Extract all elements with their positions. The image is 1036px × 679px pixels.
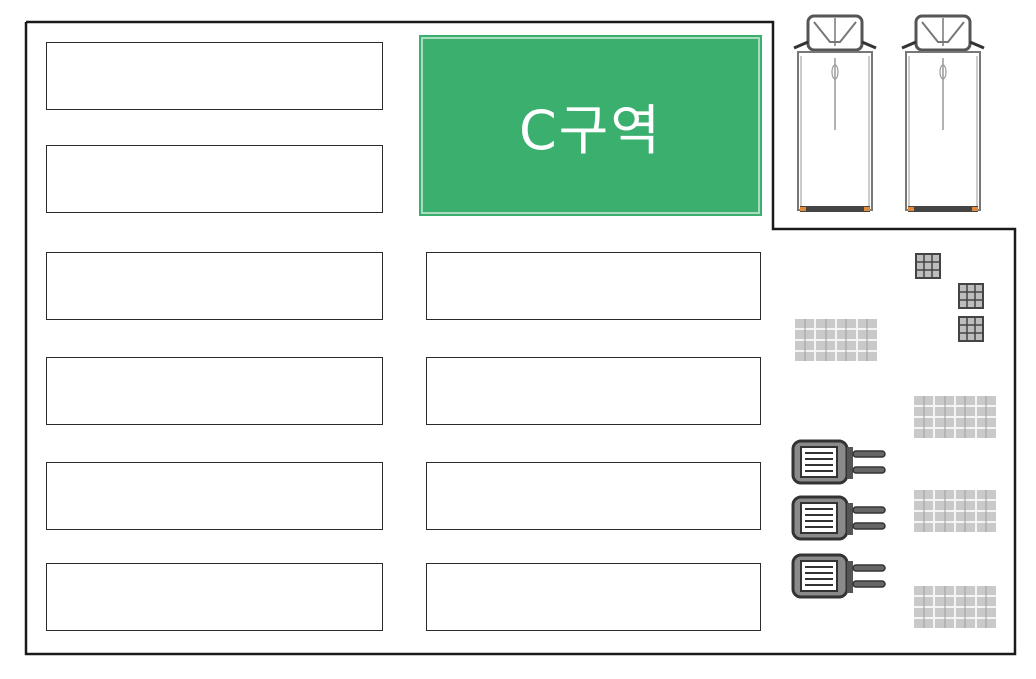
delivery-truck-icon [793,14,877,212]
storage-zone-middle-1[interactable] [426,252,761,320]
pallet-stack-icon [914,490,996,532]
pallet-stack-icon [914,586,996,628]
forklift-icon [791,553,886,599]
crate-icon [958,283,984,309]
crate-icon [915,253,941,279]
storage-zone-left-3[interactable] [46,252,383,320]
storage-zone-left-6[interactable] [46,563,383,631]
delivery-truck-icon [901,14,985,212]
storage-zone-left-2[interactable] [46,145,383,213]
zone-c-highlighted[interactable]: C구역 [419,35,762,216]
storage-zone-left-5[interactable] [46,462,383,530]
storage-zone-left-4[interactable] [46,357,383,425]
forklift-icon [791,495,886,541]
crate-icon [958,316,984,342]
zone-c-label: C구역 [518,99,663,162]
pallet-stack-icon [795,319,877,361]
storage-zone-left-1[interactable] [46,42,383,110]
forklift-icon [791,439,886,485]
storage-zone-middle-3[interactable] [426,462,761,530]
storage-zone-middle-2[interactable] [426,357,761,425]
storage-zone-middle-4[interactable] [426,563,761,631]
pallet-stack-icon [914,396,996,438]
